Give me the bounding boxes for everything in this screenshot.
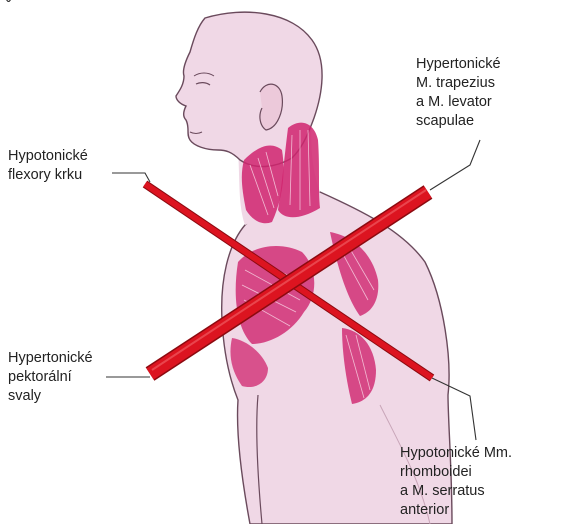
leader-neck-flexors — [112, 173, 150, 182]
leader-trapezius — [430, 140, 480, 190]
label-pectoral: Hypertonické pektorální svaly — [8, 349, 93, 406]
label-trapezius: Hypertonické M. trapezius a M. levator s… — [416, 55, 501, 131]
label-neck-flexors: Hypotonické flexory krku — [8, 147, 88, 185]
label-rhomboids: Hypotonické Mm. rhomboidei a M. serratus… — [400, 444, 512, 520]
